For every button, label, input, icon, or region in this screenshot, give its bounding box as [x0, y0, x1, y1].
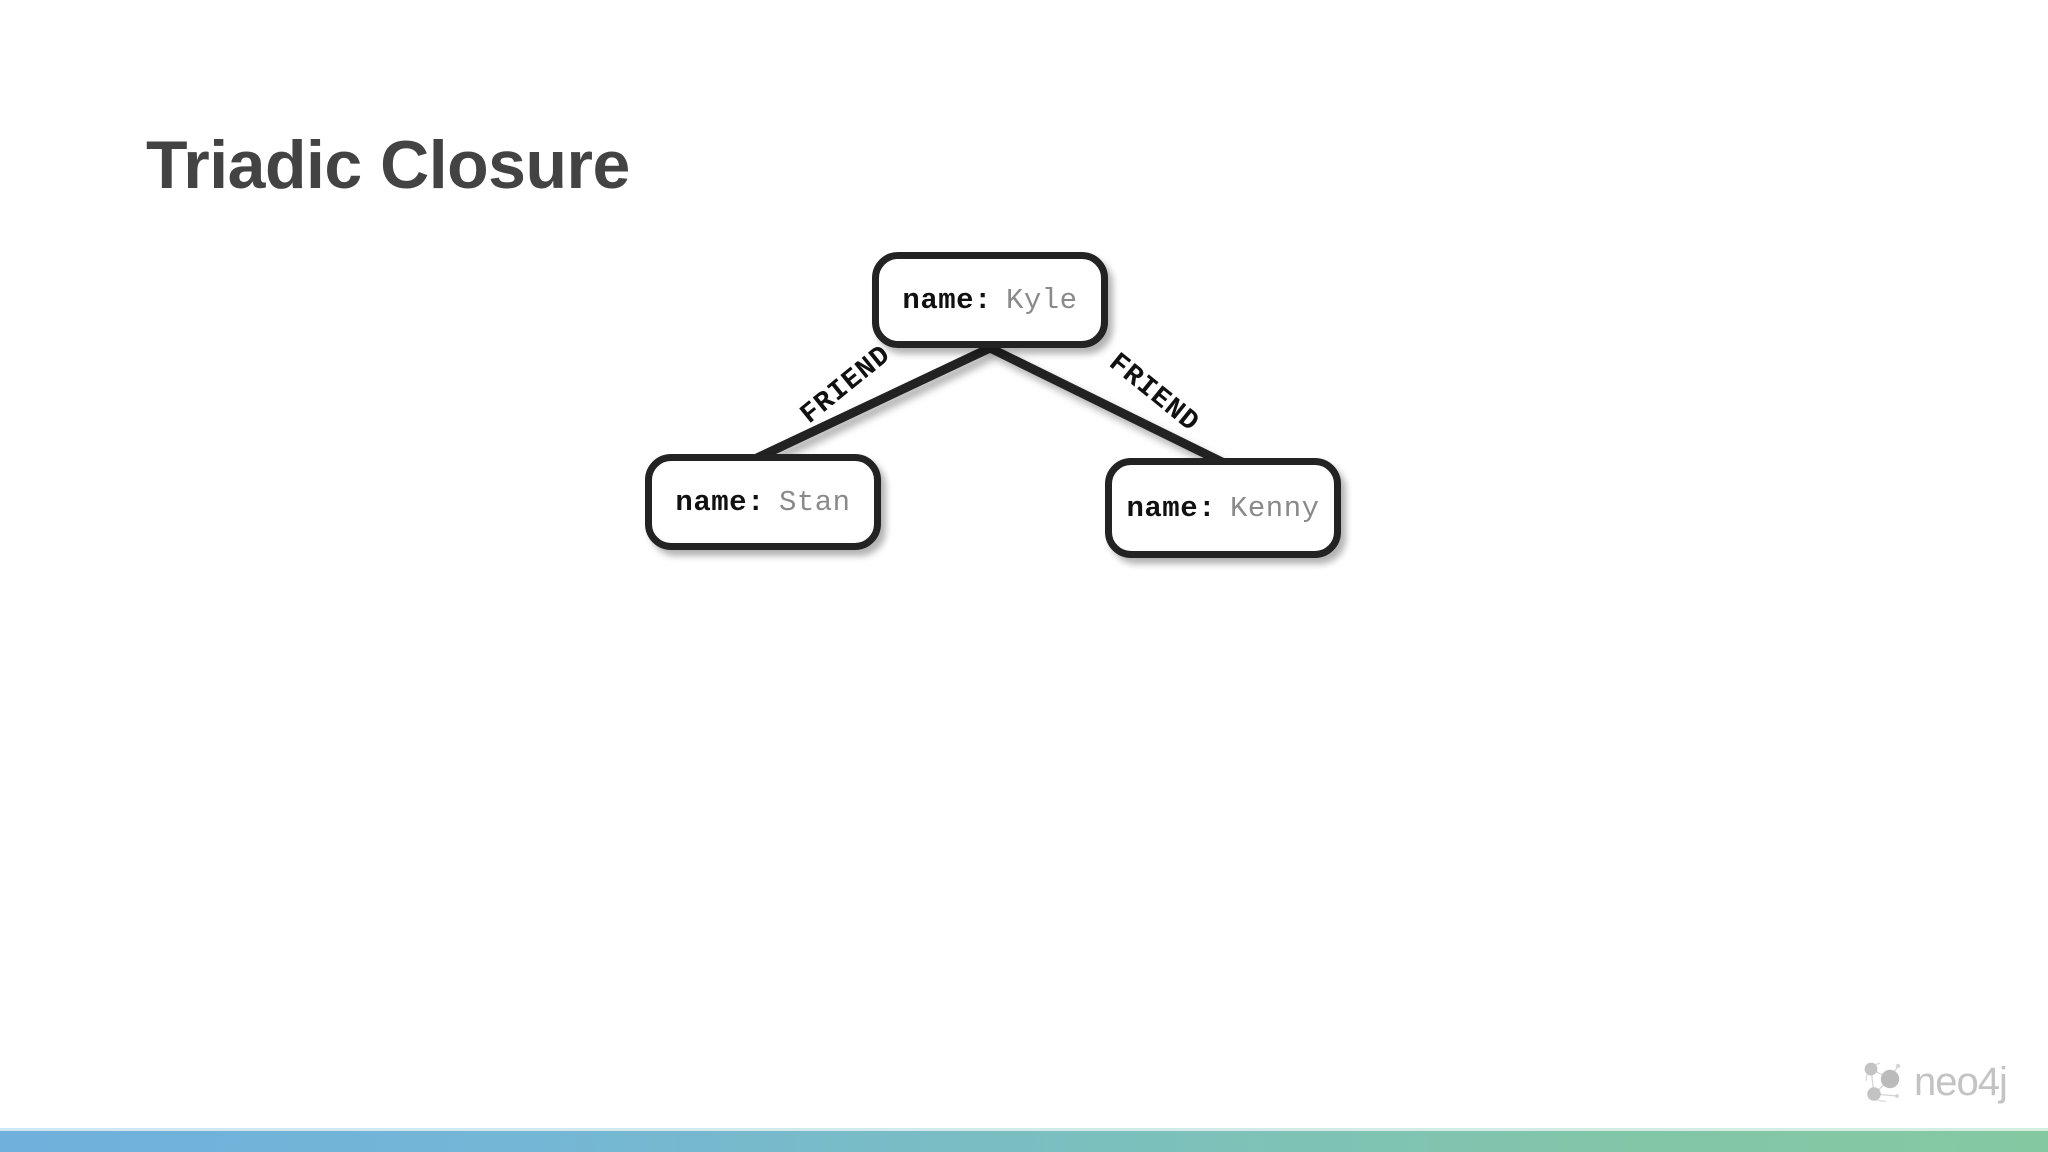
graph-node-kyle[interactable]: name: Kyle	[872, 252, 1108, 348]
footer-hairline	[0, 1128, 2048, 1131]
node-property-key: name:	[1126, 491, 1216, 525]
neo4j-graph-mark-icon	[1864, 1062, 1901, 1102]
graph-node-kenny[interactable]: name: Kenny	[1105, 458, 1341, 558]
edge-kyle-stan	[752, 343, 995, 463]
neo4j-wordmark: neo4j	[1914, 1060, 2008, 1104]
node-property-key: name:	[902, 283, 992, 317]
node-property-key: name:	[675, 485, 765, 519]
node-property: name: Stan	[675, 488, 850, 517]
footer-gradient-bar	[0, 1128, 2048, 1152]
page-title: Triadic Closure	[146, 127, 630, 203]
node-property: name: Kyle	[902, 286, 1077, 315]
node-property-value: Kyle	[1005, 283, 1078, 317]
footer-gradient-fill	[0, 1131, 2048, 1152]
graph-node-stan[interactable]: name: Stan	[645, 454, 881, 550]
node-property: name: Kenny	[1126, 494, 1319, 523]
edge-kyle-kenny	[985, 343, 1227, 467]
node-property-value: Kenny	[1230, 491, 1320, 525]
node-property-value: Stan	[778, 485, 851, 519]
neo4j-logo: neo4j	[1860, 1054, 2020, 1110]
